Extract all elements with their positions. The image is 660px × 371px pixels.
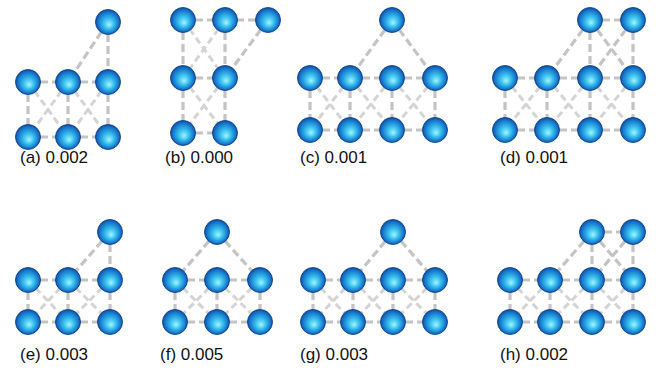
atom-sphere — [56, 268, 81, 293]
panel-label: (e) 0.003 — [20, 345, 88, 365]
panel-label: (c) 0.001 — [300, 148, 367, 168]
atom-sphere — [498, 310, 523, 335]
atom-sphere — [493, 66, 518, 91]
atom-sphere — [578, 66, 603, 91]
atom-sphere — [338, 66, 363, 91]
atom-sphere — [16, 125, 41, 150]
atom-sphere — [381, 310, 406, 335]
atom-sphere — [535, 118, 560, 143]
panel-label: (a) 0.002 — [20, 148, 88, 168]
atom-sphere — [298, 66, 323, 91]
atom-sphere — [163, 310, 188, 335]
atom-sphere — [621, 268, 646, 293]
atom-sphere — [171, 121, 196, 146]
atom-sphere — [96, 125, 121, 150]
atom-sphere — [56, 70, 81, 95]
atom-sphere — [213, 66, 238, 91]
atom-sphere — [16, 310, 41, 335]
atom-sphere — [538, 310, 563, 335]
panel-label: (g) 0.003 — [300, 345, 368, 365]
atom-sphere — [96, 70, 121, 95]
atom-sphere — [16, 70, 41, 95]
atom-sphere — [380, 66, 405, 91]
atom-sphere — [621, 118, 646, 143]
atom-sphere — [205, 220, 230, 245]
atom-sphere — [98, 220, 123, 245]
atom-sphere — [621, 66, 646, 91]
atom-sphere — [16, 268, 41, 293]
atom-sphere — [248, 310, 273, 335]
atom-sphere — [338, 118, 363, 143]
atom-sphere — [98, 268, 123, 293]
atom-sphere — [578, 8, 603, 33]
atom-sphere — [423, 118, 448, 143]
atom-sphere — [423, 268, 448, 293]
atom-sphere — [248, 268, 273, 293]
atom-sphere — [538, 268, 563, 293]
atom-sphere — [171, 66, 196, 91]
atom-sphere — [341, 310, 366, 335]
atom-sphere — [381, 220, 406, 245]
atom-sphere — [56, 125, 81, 150]
atom-sphere — [621, 310, 646, 335]
panel-label: (b) 0.000 — [165, 148, 233, 168]
atom-sphere — [341, 268, 366, 293]
atom-sphere — [96, 10, 121, 35]
atom-sphere — [580, 220, 605, 245]
atom-sphere — [423, 310, 448, 335]
atom-sphere — [423, 66, 448, 91]
atom-sphere — [98, 310, 123, 335]
atom-sphere — [56, 310, 81, 335]
atom-sphere — [301, 310, 326, 335]
atom-sphere — [380, 8, 405, 33]
atom-sphere — [213, 8, 238, 33]
panel-label: (f) 0.005 — [160, 345, 223, 365]
atom-sphere — [493, 118, 518, 143]
panel-label: (d) 0.001 — [500, 148, 568, 168]
atom-sphere — [171, 8, 196, 33]
atom-sphere — [298, 118, 323, 143]
atom-sphere — [301, 268, 326, 293]
atom-sphere — [621, 220, 646, 245]
atom-sphere — [580, 268, 605, 293]
atom-sphere — [580, 310, 605, 335]
atom-sphere — [381, 268, 406, 293]
atom-sphere — [205, 268, 230, 293]
atom-sphere — [256, 8, 281, 33]
atom-sphere — [205, 310, 230, 335]
atom-sphere — [621, 8, 646, 33]
atom-sphere — [498, 268, 523, 293]
atom-sphere — [380, 118, 405, 143]
panel-label: (h) 0.002 — [500, 345, 568, 365]
atom-sphere — [535, 66, 560, 91]
atom-sphere — [163, 268, 188, 293]
atom-sphere — [578, 118, 603, 143]
atom-sphere — [213, 121, 238, 146]
